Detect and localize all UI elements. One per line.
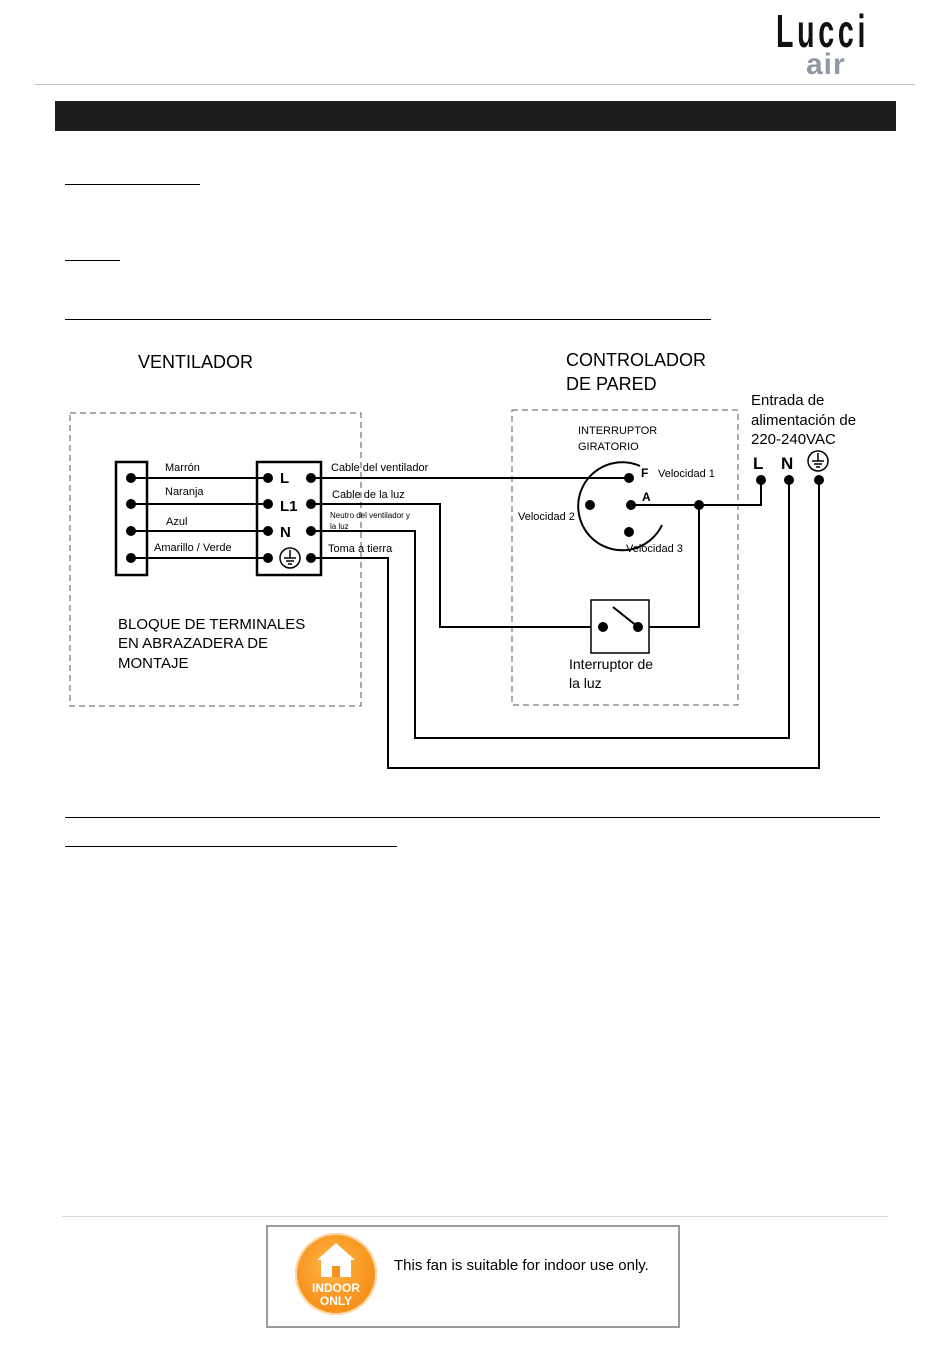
speed-3-label: Velocidad 3 — [626, 543, 683, 555]
supply-terminal-dots — [756, 475, 824, 485]
heading-underline — [65, 184, 200, 185]
light-switch-label: la luz — [569, 675, 602, 691]
rotary-switch-label: GIRATORIO — [578, 441, 639, 453]
cable-label-fan: Cable del ventilador — [331, 462, 429, 474]
controller-title: DE PARED — [566, 374, 657, 394]
heading-underline — [65, 846, 397, 847]
fan-wires — [131, 477, 268, 559]
cable-label-neutral: Neutro del ventilador y — [330, 511, 410, 520]
badge-text: INDOOR ONLY — [295, 1282, 377, 1308]
terminal-block-label: BLOQUE DE TERMINALES — [118, 616, 305, 633]
house-icon — [317, 1243, 355, 1277]
brand-logo-sub: air — [806, 48, 846, 81]
rotary-switch-contacts — [585, 473, 636, 537]
rotary-switch-label: INTERRUPTOR — [578, 425, 657, 437]
fan-title: VENTILADOR — [138, 352, 253, 372]
controller-wires — [311, 477, 820, 769]
badge-line: INDOOR — [312, 1281, 360, 1295]
power-input-label: Entrada de — [751, 392, 824, 409]
cable-label-light: Cable de la luz — [332, 489, 405, 501]
rotary-switch-arc — [577, 461, 663, 552]
bracket-terminal-block — [255, 460, 323, 577]
terminal-N: N — [280, 524, 291, 541]
indoor-notice-text: This fan is suitable for indoor use only… — [394, 1257, 649, 1274]
badge-line: ONLY — [319, 1294, 353, 1308]
supply-ground-icon — [807, 450, 829, 472]
terminal-L: L — [280, 470, 289, 487]
header-divider — [35, 84, 915, 85]
wire-label-blue: Azul — [166, 516, 187, 528]
terminal-L1: L1 — [280, 498, 298, 515]
terminal-block-label: MONTAJE — [118, 655, 189, 672]
fan-enclosure — [69, 412, 362, 707]
ground-icon — [279, 547, 301, 569]
cable-label-neutral: la luz — [330, 522, 349, 531]
indoor-only-badge — [295, 1233, 377, 1315]
terminal-block-label: EN ABRAZADERA DE — [118, 635, 268, 652]
power-input-label: 220-240VAC — [751, 431, 836, 448]
brand-logo: Lucci — [776, 5, 870, 57]
footer-divider — [62, 1216, 888, 1217]
cable-label-ground: Toma a tierra — [328, 543, 393, 555]
fan-terminal-strip — [114, 460, 149, 577]
speed-2-label: Velocidad 2 — [518, 511, 575, 523]
switch-point-A: A — [642, 490, 651, 504]
heading-underline — [65, 260, 120, 261]
power-input-label: alimentación de — [751, 412, 856, 429]
supply-terminal-L: L — [753, 454, 763, 473]
light-switch-contact — [633, 622, 643, 632]
wire-label-brown: Marrón — [165, 462, 200, 474]
light-switch-label: Interruptor de — [569, 656, 653, 672]
speed-1-label: Velocidad 1 — [658, 468, 715, 480]
light-switch-lever — [612, 606, 639, 628]
fan-terminal-dots — [126, 473, 316, 563]
supply-terminal-N: N — [781, 454, 793, 473]
light-switch-contact — [598, 622, 608, 632]
controller-enclosure — [511, 409, 739, 706]
section-title-bar — [55, 101, 896, 131]
wire-label-orange: Naranja — [165, 486, 204, 498]
controller-title: CONTROLADOR — [566, 350, 706, 370]
heading-underline — [65, 319, 711, 320]
wire-label-yellow-green: Amarillo / Verde — [154, 542, 232, 554]
switch-point-F: F — [641, 466, 648, 480]
junction-dot — [694, 500, 704, 510]
heading-underline — [65, 817, 880, 818]
